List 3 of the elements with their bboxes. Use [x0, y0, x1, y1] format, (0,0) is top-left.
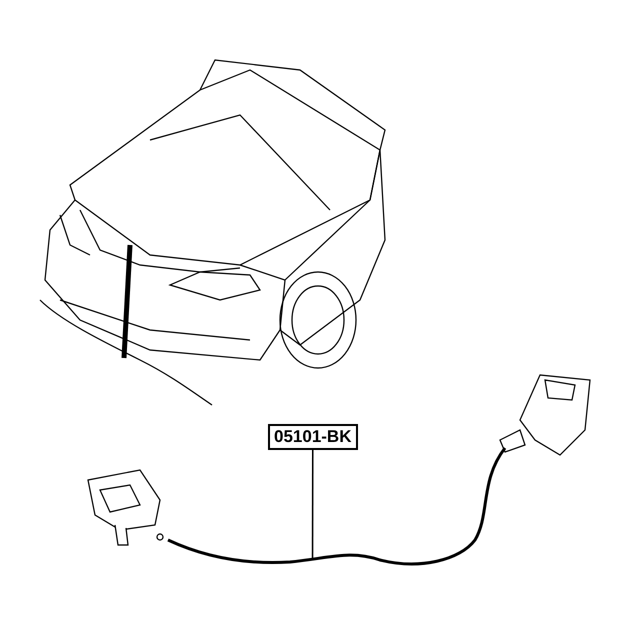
leader-line	[312, 450, 314, 560]
part-number-label: 05101-BK	[268, 424, 358, 450]
hood-release-cable	[167, 447, 506, 566]
